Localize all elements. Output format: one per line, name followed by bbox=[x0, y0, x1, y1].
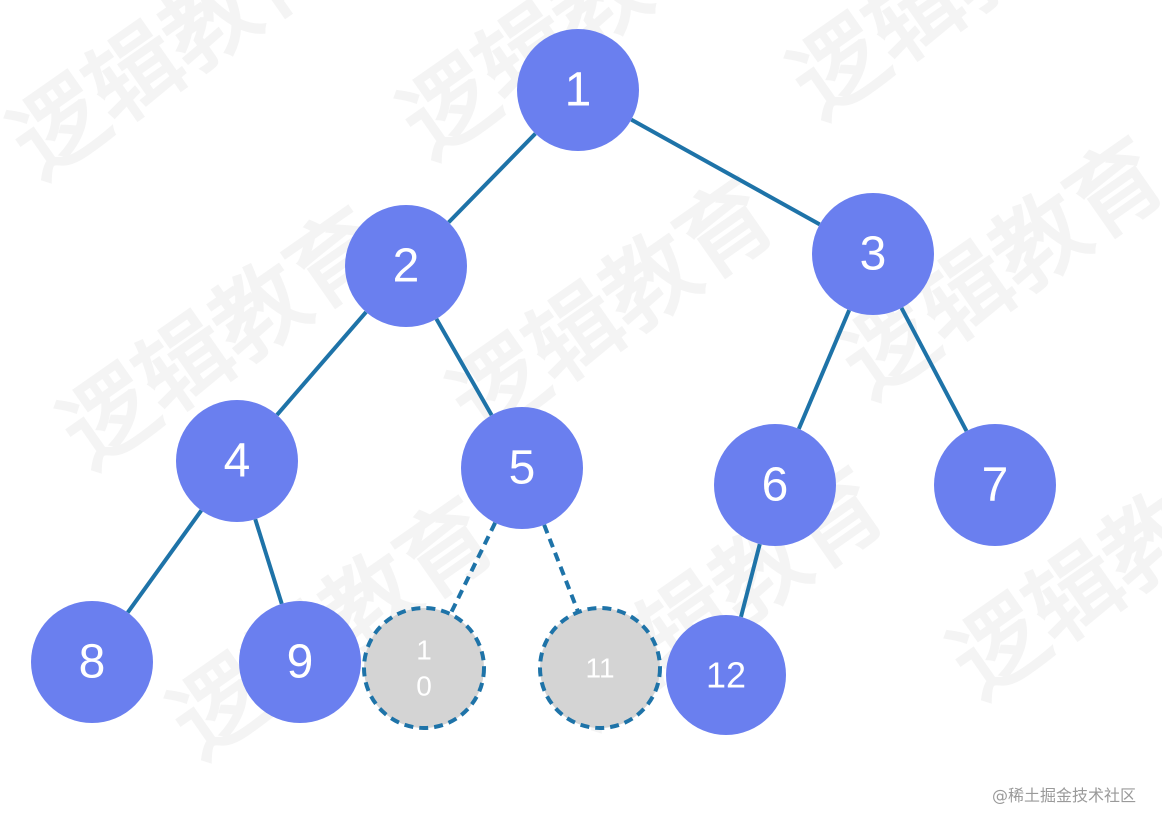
missing-node-circle bbox=[538, 606, 662, 730]
node-label: 12 bbox=[706, 655, 746, 696]
node-circle bbox=[934, 424, 1056, 546]
node-circle bbox=[461, 407, 583, 529]
node-circle bbox=[176, 400, 298, 522]
node-circle bbox=[517, 29, 639, 151]
node-label: 9 bbox=[287, 636, 314, 689]
node-label: 0 bbox=[416, 671, 432, 702]
edge-5-10 bbox=[448, 521, 497, 616]
watermark-text: 逻辑教育 bbox=[771, 0, 1134, 138]
tree-node-11: 11 bbox=[538, 606, 662, 730]
node-circle bbox=[345, 205, 467, 327]
tree-node-7: 7 bbox=[934, 424, 1056, 546]
node-circle bbox=[239, 601, 361, 723]
edge-layer bbox=[126, 117, 969, 618]
tree-node-1: 1 bbox=[517, 29, 639, 151]
node-circle bbox=[714, 424, 836, 546]
node-label: 8 bbox=[79, 636, 106, 689]
node-label: 7 bbox=[982, 459, 1009, 512]
edge-5-11 bbox=[542, 524, 581, 613]
missing-node-circle bbox=[362, 606, 486, 730]
edge-4-8 bbox=[126, 509, 203, 614]
tree-node-12: 12 bbox=[666, 615, 786, 735]
tree-node-3: 3 bbox=[812, 193, 934, 315]
tree-node-5: 5 bbox=[461, 407, 583, 529]
node-circle bbox=[666, 615, 786, 735]
edge-4-9 bbox=[253, 518, 284, 605]
tree-node-4: 4 bbox=[176, 400, 298, 522]
node-label: 11 bbox=[585, 653, 614, 684]
tree-node-6: 6 bbox=[714, 424, 836, 546]
tree-node-9: 9 bbox=[239, 601, 361, 723]
edge-2-4 bbox=[275, 310, 368, 417]
node-circle bbox=[31, 601, 153, 723]
edge-1-3 bbox=[630, 117, 821, 227]
edge-6-12 bbox=[739, 543, 762, 618]
tree-node-8: 8 bbox=[31, 601, 153, 723]
node-label: 4 bbox=[224, 435, 251, 488]
node-label: 1 bbox=[416, 634, 432, 665]
edge-3-6 bbox=[796, 309, 852, 430]
node-label: 1 bbox=[565, 64, 592, 117]
node-circle bbox=[812, 193, 934, 315]
source-credit: @稀土掘金技术社区 bbox=[991, 786, 1136, 805]
edge-3-7 bbox=[899, 307, 969, 432]
edge-1-2 bbox=[447, 132, 537, 224]
node-label: 5 bbox=[509, 442, 536, 495]
node-label: 3 bbox=[860, 228, 887, 281]
tree-node-10: 10 bbox=[362, 606, 486, 730]
watermark-text: 逻辑教育 bbox=[0, 0, 354, 198]
tree-node-2: 2 bbox=[345, 205, 467, 327]
node-label: 2 bbox=[393, 240, 420, 293]
node-label: 6 bbox=[762, 459, 789, 512]
watermark-text: 逻辑教育 bbox=[431, 159, 794, 458]
edge-2-5 bbox=[434, 317, 494, 417]
